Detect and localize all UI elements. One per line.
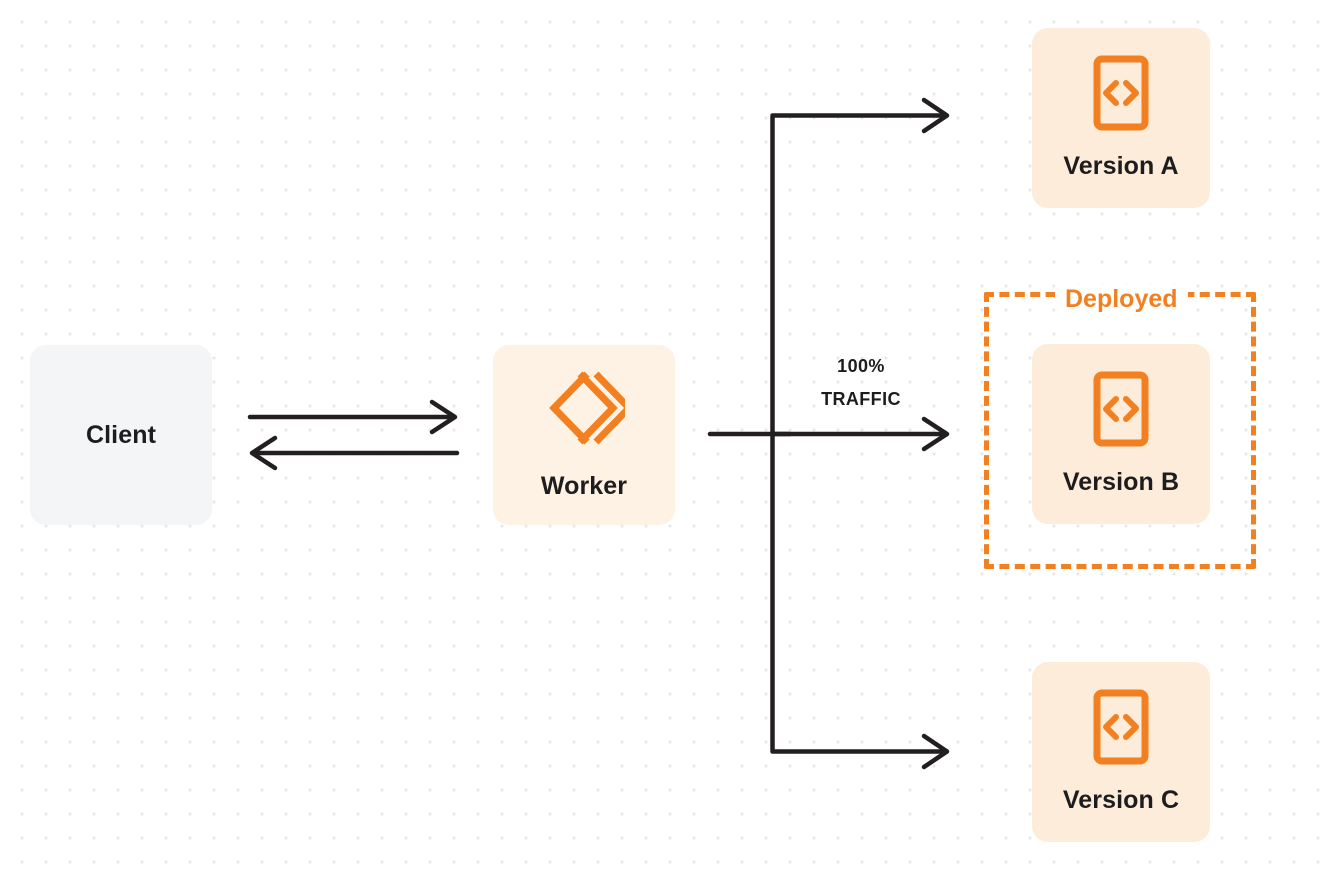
node-worker-label: Worker [540, 472, 628, 500]
deployed-group-label: Deployed [1055, 285, 1188, 313]
code-file-icon [1093, 689, 1149, 770]
code-file-icon [1093, 55, 1149, 136]
node-worker[interactable]: Worker [493, 345, 675, 525]
code-file-icon [1093, 371, 1149, 452]
node-version-b-label: Version B [1062, 468, 1180, 496]
cloudflare-workers-logo-icon [543, 369, 634, 452]
edge-trunk-to-version-b [769, 416, 950, 452]
edge-trunk-to-version-a [770, 97, 950, 134]
node-version-c-label: Version C [1062, 786, 1180, 814]
node-client-label: Client [85, 420, 157, 449]
node-version-b[interactable]: Version B [1032, 344, 1210, 524]
edge-trunk-to-version-c [770, 733, 950, 770]
node-client[interactable]: Client [30, 345, 212, 525]
edge-worker-to-client [249, 435, 460, 471]
traffic-caption: TRAFFIC [821, 389, 901, 409]
traffic-label: 100% TRAFFIC [796, 350, 926, 416]
edge-client-to-worker [247, 399, 458, 435]
traffic-percent: 100% [837, 356, 885, 376]
node-version-c[interactable]: Version C [1032, 662, 1210, 842]
node-version-a-label: Version A [1063, 152, 1179, 180]
node-version-a[interactable]: Version A [1032, 28, 1210, 208]
